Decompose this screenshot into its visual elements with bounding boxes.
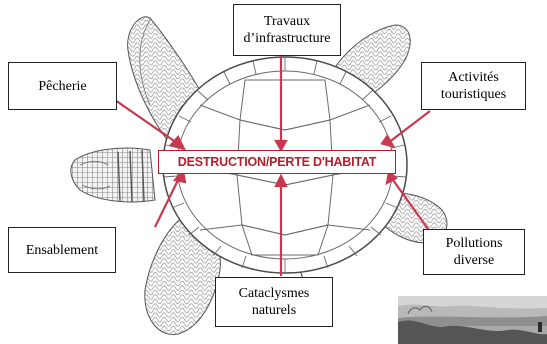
box-travaux-infrastructure: Travaux d’infrastructure [233, 4, 341, 56]
center-label: DESTRUCTION/PERTE D'HABITAT [178, 155, 377, 169]
box-activites-touristiques: Activités touristiques [421, 62, 526, 110]
activites-line2: touristiques [441, 86, 506, 103]
box-pollutions-diverse: Pollutions diverse [423, 229, 525, 275]
box-pecherie: Pêcherie [8, 62, 117, 110]
travaux-line2: d’infrastructure [243, 30, 330, 47]
activites-line1: Activités [448, 69, 499, 86]
travaux-line1: Travaux [264, 13, 310, 30]
pollutions-line1: Pollutions [446, 235, 503, 252]
pollutions-line2: diverse [454, 252, 494, 269]
ensablement-label: Ensablement [26, 242, 98, 259]
pecherie-label: Pêcherie [38, 78, 86, 95]
turtle-head [71, 148, 155, 202]
cataclysmes-line1: Cataclysmes [239, 285, 310, 302]
beach-photo [398, 296, 547, 344]
center-destruction-habitat: DESTRUCTION/PERTE D'HABITAT [158, 150, 396, 174]
box-cataclysmes-naturels: Cataclysmes naturels [215, 277, 333, 327]
box-ensablement: Ensablement [8, 227, 116, 273]
cataclysmes-line2: naturels [252, 302, 296, 319]
